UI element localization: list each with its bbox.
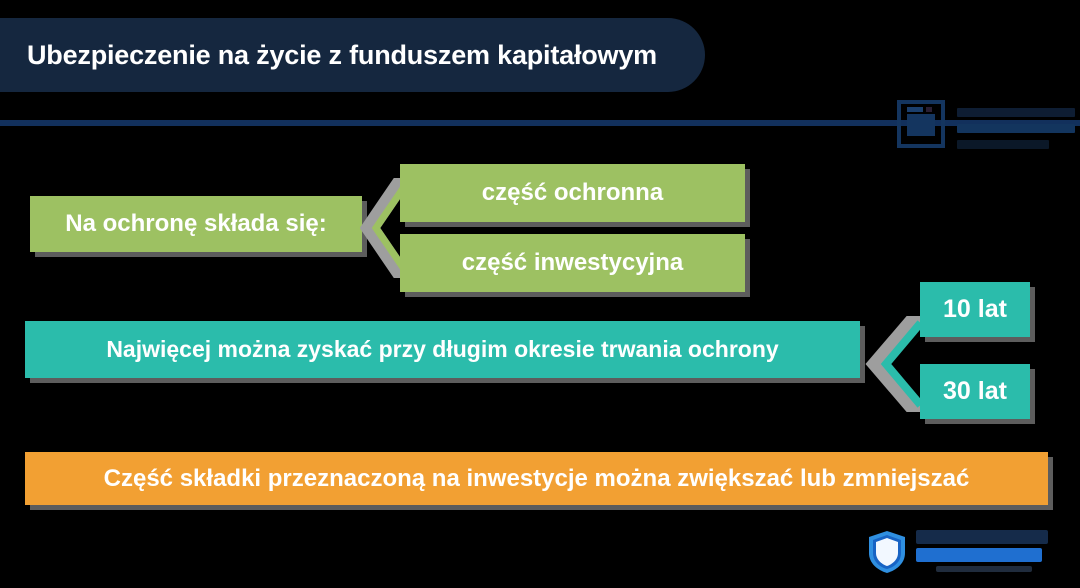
bottom-right-logo	[866, 527, 1066, 579]
document-square-icon	[895, 98, 947, 150]
note-box: Część składki przeznaczoną na inwestycje…	[25, 452, 1048, 505]
duration-item-box: 10 lat	[920, 282, 1030, 337]
logo-text-line	[957, 108, 1075, 117]
logo-text-line	[916, 548, 1042, 562]
duration-item-box: 30 lat	[920, 364, 1030, 419]
logo-text-line	[936, 566, 1032, 572]
page-title: Ubezpieczenie na życie z funduszem kapit…	[27, 39, 657, 70]
note-text: Część składki przeznaczoną na inwestycje…	[103, 464, 970, 492]
logo-text-line	[957, 140, 1049, 149]
top-right-logo-wordmark	[957, 108, 1077, 156]
shield-icon	[866, 529, 908, 575]
bottom-right-logo-wordmark	[916, 530, 1066, 576]
logo-text-line	[957, 124, 1075, 133]
protection-label-box: Na ochronę składa się:	[30, 196, 362, 252]
duration-item-text: 30 lat	[943, 377, 1007, 405]
duration-item-text: 10 lat	[943, 295, 1007, 323]
page-title-bar: Ubezpieczenie na życie z funduszem kapit…	[0, 18, 705, 92]
top-right-logo	[895, 96, 1080, 154]
logo-text-line	[916, 530, 1048, 544]
header-divider	[0, 120, 1080, 126]
protection-label-text: Na ochronę składa się:	[65, 210, 327, 237]
protection-item-text: część ochronna	[481, 179, 664, 206]
protection-item-text: część inwestycyjna	[461, 249, 684, 276]
duration-label-box: Najwięcej można zyskać przy długim okres…	[25, 321, 860, 378]
duration-label-text: Najwięcej można zyskać przy długim okres…	[106, 336, 779, 362]
protection-item-box: część inwestycyjna	[400, 234, 745, 292]
protection-item-box: część ochronna	[400, 164, 745, 222]
